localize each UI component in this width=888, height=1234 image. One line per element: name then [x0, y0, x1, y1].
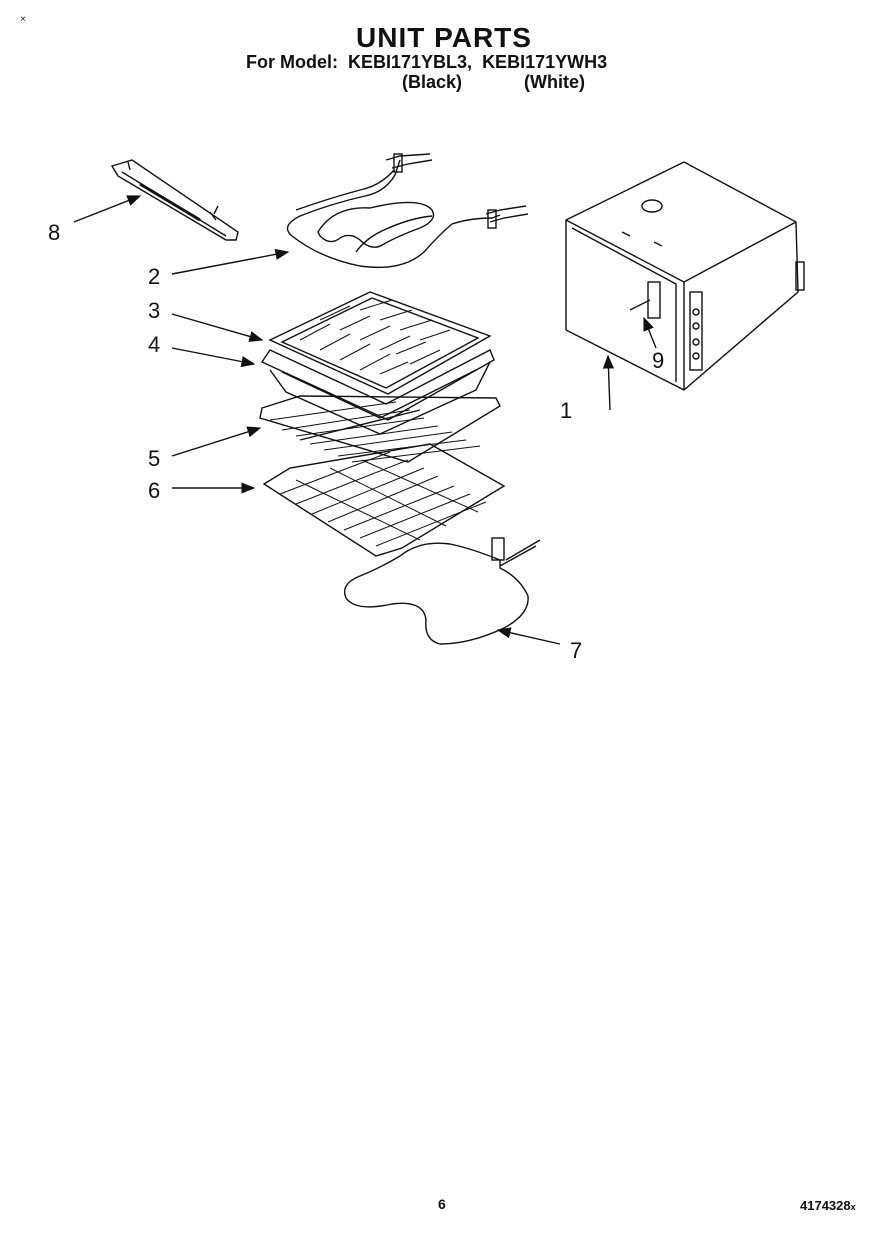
part-3-broiler-grid	[268, 291, 492, 395]
doc-number: 4174328x	[800, 1198, 856, 1213]
part-5-oven-rack	[259, 395, 501, 463]
model-white: KEBI171YWH3	[482, 52, 608, 72]
callout-8: 8	[48, 220, 60, 245]
part-4-broiler-pan	[260, 349, 495, 435]
callout-9: 9	[652, 348, 664, 373]
callout-1: 1	[560, 398, 572, 423]
callout-labels: 1 2 3 4 5 6 7 8 9	[48, 220, 664, 663]
callout-7: 7	[570, 638, 582, 663]
part-8-bracket	[110, 159, 239, 241]
model-prefix: For Model:	[246, 52, 338, 72]
model-black: KEBI171YBL3,	[348, 52, 473, 72]
page-title: UNIT PARTS	[356, 22, 532, 53]
doc-number-suffix: x	[850, 1202, 856, 1212]
part-6-oven-rack	[262, 443, 506, 557]
part-9-sensor	[629, 281, 661, 319]
part-7-lower-element	[343, 537, 541, 645]
doc-number-value: 4174328	[800, 1198, 851, 1213]
callout-2: 2	[148, 264, 160, 289]
callout-4: 4	[148, 332, 160, 357]
leader-arrows	[73, 195, 657, 645]
page-number: 6	[438, 1196, 446, 1212]
part-1-oven-cavity	[565, 161, 805, 391]
corner-mark: ×	[20, 14, 26, 25]
callout-6: 6	[148, 478, 160, 503]
part-2-upper-element	[286, 153, 529, 269]
callout-5: 5	[148, 446, 160, 471]
model-line: For Model: KEBI171YBL3, KEBI171YWH3	[246, 52, 617, 73]
color-white-label: (White)	[524, 72, 585, 92]
color-black-label: (Black)	[402, 72, 463, 92]
callout-3: 3	[148, 298, 160, 323]
